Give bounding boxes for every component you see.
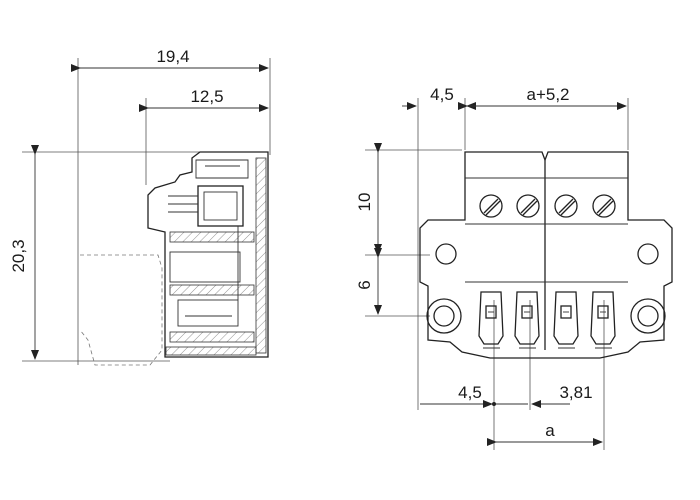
internal-contact [177, 299, 239, 327]
pin-opening-1 [478, 291, 504, 349]
dim-dot [492, 402, 496, 406]
side-housing [147, 151, 269, 358]
internal-chamber [169, 251, 241, 283]
screw-2 [516, 194, 540, 218]
pin-opening-3 [553, 291, 579, 349]
clamp-block [197, 185, 244, 227]
mount-hole-right [637, 305, 659, 327]
dim-label-12-5: 12,5 [190, 87, 223, 106]
dim-label-19-4: 19,4 [156, 47, 189, 66]
side-view: 19,4 12,5 20,3 [9, 47, 271, 366]
internal-hatch-2 [169, 284, 255, 296]
dim-label-4-5-bottom: 4,5 [458, 383, 482, 402]
dim-label-3-81: 3,81 [559, 383, 592, 402]
screw-3 [554, 194, 578, 218]
mount-hole-left [433, 305, 455, 327]
pin-opening-4 [590, 291, 616, 349]
side-wall-hatch [255, 157, 267, 354]
mount-boss-right [630, 298, 666, 334]
screw-1 [479, 194, 503, 218]
internal-hatch-1 [169, 231, 255, 243]
dim-label-4-5-top: 4,5 [430, 85, 454, 104]
dim-label-10: 10 [355, 193, 374, 212]
flange-hole-left [435, 243, 457, 265]
front-housing [419, 151, 673, 359]
dim-label-a-plus-5-2: a+5,2 [526, 85, 569, 104]
front-view: 4,5 a+5,2 10 6 4,5 3,81 a [355, 85, 673, 450]
pin-opening-2 [514, 291, 540, 349]
mount-boss-left [426, 298, 462, 334]
side-cap [195, 159, 249, 179]
flange-hole-right [637, 243, 659, 265]
screw-4 [592, 194, 616, 218]
mating-outline [79, 254, 163, 366]
dim-label-20-3: 20,3 [9, 239, 28, 272]
internal-hatch-3 [169, 331, 255, 343]
dim-label-6: 6 [355, 280, 374, 289]
clamp-inner [203, 191, 238, 221]
dim-label-a: a [545, 421, 555, 440]
base-hatch [165, 346, 257, 356]
